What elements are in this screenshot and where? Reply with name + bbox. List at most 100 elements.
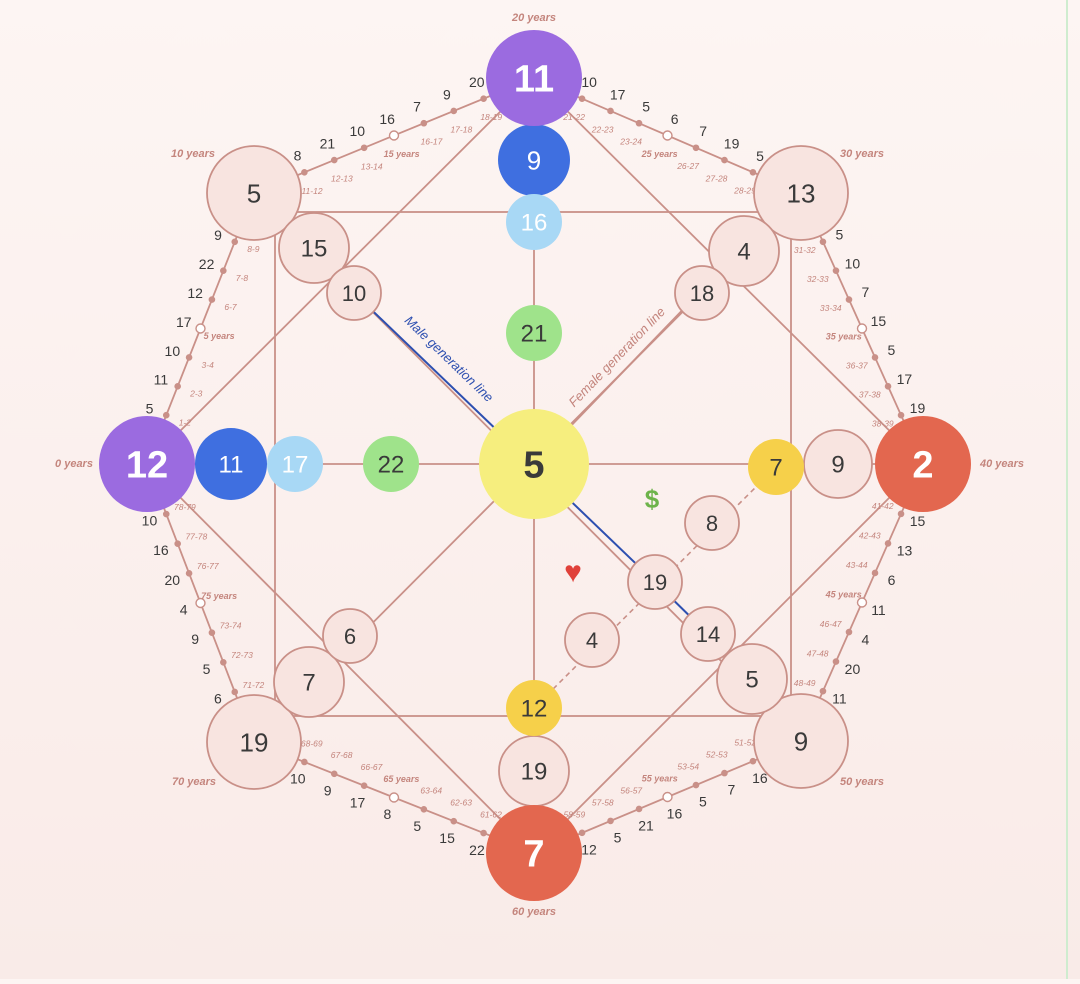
- age-value: 10: [142, 513, 158, 529]
- age-value: 16: [667, 806, 683, 822]
- node-br-1: 5: [716, 643, 788, 715]
- node-value: 13: [787, 178, 816, 208]
- age-period-label: 13-14: [361, 161, 383, 171]
- node-circle: [716, 643, 788, 715]
- milestone-label: 25 years: [641, 149, 678, 159]
- age-label-20: 20 years: [511, 12, 556, 24]
- age-value: 20: [845, 661, 861, 677]
- milestone-label: 55 years: [642, 774, 678, 784]
- node-circle: [326, 265, 382, 321]
- age-period-label: 16-17: [421, 137, 443, 147]
- age-label-50: 50 years: [840, 776, 884, 788]
- age-tick-dot: [884, 383, 892, 390]
- age-period-label: 77-78: [185, 532, 207, 542]
- age-tick-dot: [185, 570, 193, 577]
- node-circle: [803, 429, 873, 499]
- node-circle: [684, 495, 740, 551]
- dollar-icon: $: [645, 484, 660, 514]
- age-tick-dot: [480, 95, 487, 102]
- age-tick-dot: [480, 829, 487, 837]
- node-value: 19: [521, 759, 548, 786]
- age-tick-dot: [208, 296, 216, 303]
- age-value: 10: [290, 771, 306, 787]
- age-tick-dot: [174, 540, 181, 547]
- node-circle: [195, 428, 267, 500]
- age-tick-dot: [301, 168, 308, 176]
- node-value: 9: [794, 726, 808, 756]
- age-period-label: 46-47: [820, 619, 842, 629]
- age-tick-dot: [231, 688, 239, 696]
- right-edge-bar: [1066, 0, 1068, 979]
- node-value: 8: [706, 511, 718, 536]
- age-value: 10: [845, 255, 861, 271]
- node-circle: [498, 124, 570, 196]
- age-value: 9: [191, 631, 199, 647]
- node-circle: [479, 409, 589, 519]
- age-period-label: 17-18: [450, 124, 472, 134]
- age-tick-dot: [832, 267, 840, 274]
- node-value: 4: [737, 239, 750, 266]
- age-value: 15: [910, 513, 926, 529]
- age-value: 17: [350, 794, 366, 810]
- male-line-label: Male generation line: [402, 313, 497, 405]
- age-period-label: 2-3: [189, 389, 203, 399]
- age-period-label: 11-12: [301, 186, 322, 196]
- age-period-label: 33-34: [820, 303, 842, 313]
- age-period-label: 47-48: [807, 649, 829, 659]
- node-value: 9: [831, 452, 844, 479]
- node-bottom-right: 9: [753, 693, 849, 789]
- age-value: 5: [146, 401, 154, 417]
- age-tick-dot: [721, 156, 728, 164]
- age-period-label: 73-74: [220, 620, 242, 630]
- age-tick-dot: [420, 119, 428, 127]
- node-value: 5: [247, 178, 261, 208]
- node-circle: [273, 646, 345, 718]
- node-inner-19: 19: [627, 554, 683, 610]
- age-tick-dot: [819, 687, 827, 695]
- node-top-inner-2: 16: [506, 194, 562, 250]
- age-tick-dot: [897, 411, 905, 419]
- age-period-label: 18-19: [480, 112, 502, 122]
- age-tick-dot: [360, 144, 368, 152]
- age-period-label: 58-59: [563, 809, 585, 819]
- age-tick-dot: [871, 569, 879, 577]
- age-value: 10: [350, 123, 366, 139]
- age-value: 19: [724, 136, 740, 152]
- node-inner-4: 4: [564, 612, 620, 668]
- node-value: 15: [301, 236, 328, 263]
- age-tick-dot: [635, 119, 643, 127]
- node-circle: [564, 612, 620, 668]
- age-value: 7: [699, 123, 707, 139]
- node-circle: [753, 693, 849, 789]
- node-value: 7: [523, 834, 544, 876]
- node-circle: [486, 30, 582, 126]
- age-period-label: 41-42: [872, 501, 894, 511]
- age-value: 9: [324, 783, 332, 799]
- node-center: 5: [479, 409, 589, 519]
- age-value: 6: [671, 111, 679, 127]
- age-tick-dot: [749, 168, 757, 176]
- age-value: 17: [610, 86, 626, 102]
- age-milestone-marker: [195, 597, 206, 609]
- age-value: 5: [835, 226, 843, 242]
- age-tick-dot: [301, 758, 308, 766]
- age-milestone-marker: [195, 323, 206, 334]
- node-circle: [506, 680, 562, 736]
- node-value: 14: [696, 622, 720, 647]
- age-milestone-marker: [662, 130, 673, 141]
- node-value: 11: [514, 59, 554, 101]
- age-milestone-marker: [388, 130, 400, 141]
- node-circle: [363, 436, 419, 492]
- age-period-label: 57-58: [592, 797, 614, 807]
- age-value: 11: [832, 690, 847, 706]
- age-tick-dot: [845, 628, 853, 636]
- age-period-label: 8-9: [247, 244, 260, 254]
- age-value: 11: [154, 372, 169, 388]
- node-circle: [206, 694, 302, 790]
- node-circle: [674, 265, 730, 321]
- age-value: 5: [756, 148, 764, 164]
- node-value: 5: [523, 445, 544, 487]
- age-tick-dot: [578, 829, 586, 837]
- age-value: 12: [581, 841, 597, 857]
